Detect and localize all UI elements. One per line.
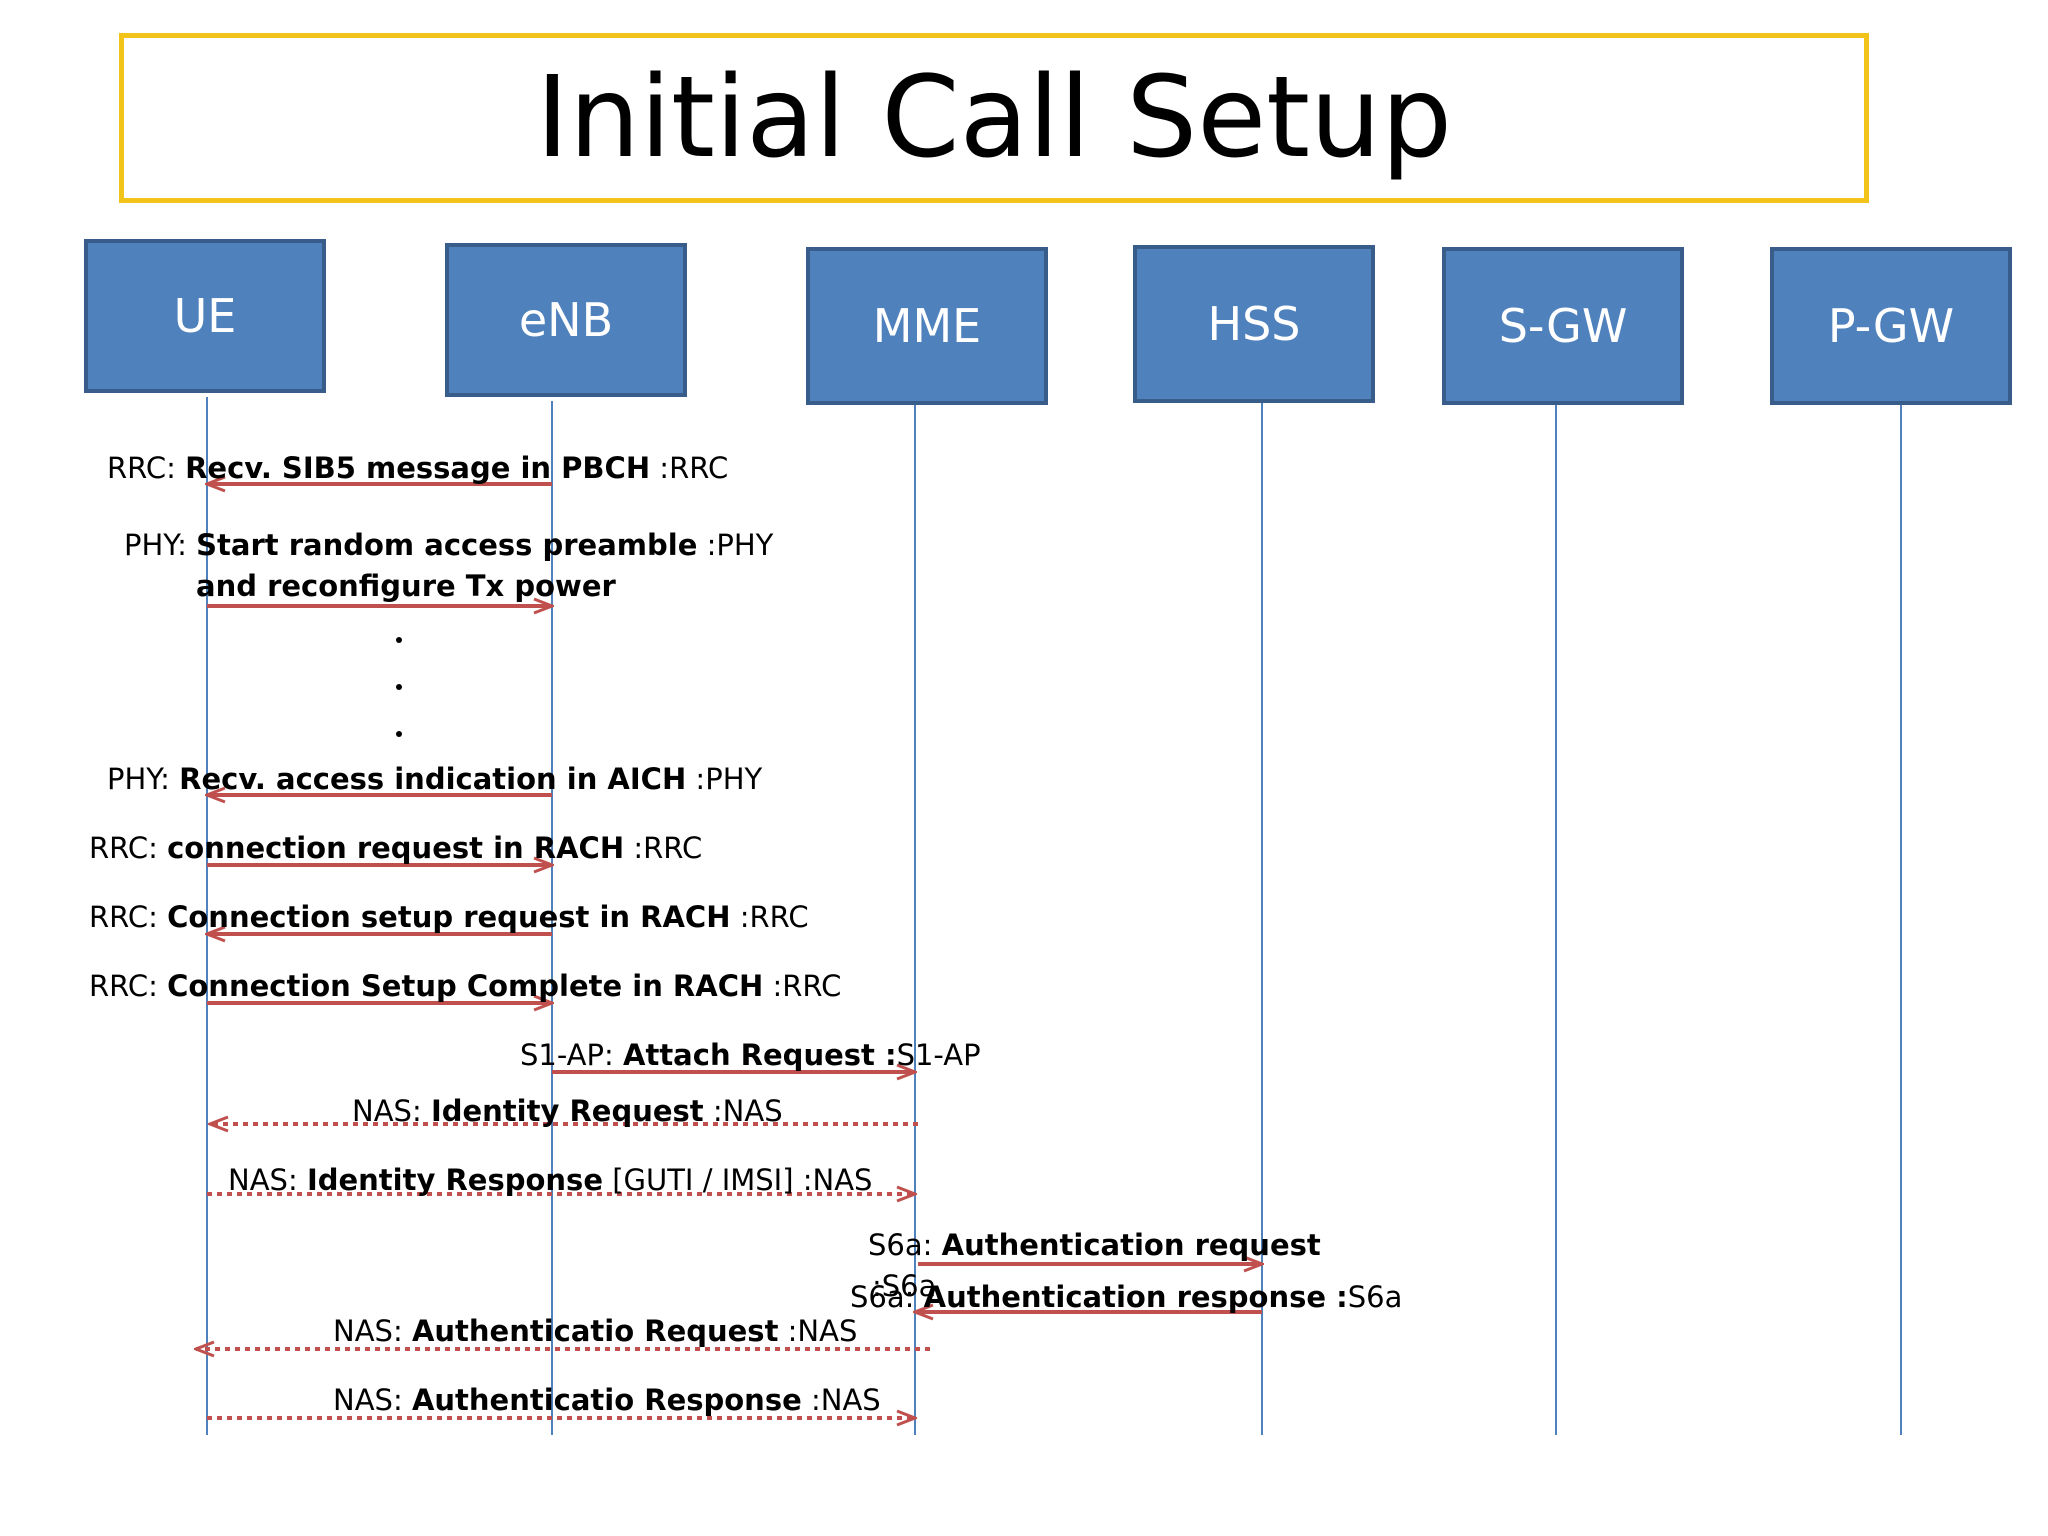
message-suffix: :RRC — [650, 451, 729, 485]
message-name: Recv. access indication in AICH — [179, 762, 687, 796]
message-label: PHY: Recv. access indication in AICH :PH… — [107, 765, 762, 794]
ellipsis-dot — [396, 637, 402, 643]
node-sgw: S-GW — [1442, 247, 1684, 405]
message-name: Authentication response : — [923, 1280, 1348, 1314]
message-name: Connection Setup Complete in RACH — [167, 969, 764, 1003]
message-prefix: RRC: — [89, 969, 168, 1003]
message-prefix: PHY: — [124, 528, 197, 562]
message-label: NAS: Identity Response [GUTI / IMSI] :NA… — [228, 1166, 872, 1195]
message-name: Authentication request — [941, 1228, 1321, 1262]
message-prefix: PHY: — [107, 762, 180, 796]
message-suffix: :RRC — [624, 831, 703, 865]
message-name: Connection setup request in RACH — [167, 900, 731, 934]
message-name: connection request in RACH — [167, 831, 625, 865]
message-prefix: NAS: — [352, 1094, 431, 1128]
node-ue: UE — [84, 239, 326, 393]
message-prefix: S1-AP: — [520, 1038, 624, 1072]
page-title: Initial Call Setup — [535, 53, 1453, 183]
message-label: RRC: Connection Setup Complete in RACH :… — [89, 972, 841, 1001]
message-suffix: S1-AP — [896, 1038, 981, 1072]
message-label: S1-AP: Attach Request :S1-AP — [520, 1041, 981, 1070]
message-prefix: S6a: — [868, 1228, 942, 1262]
message-label-line2: :S6a — [872, 1269, 937, 1303]
message-name: Identity Response — [306, 1163, 603, 1197]
message-label: NAS: Identity Request :NAS — [352, 1097, 783, 1126]
message-label: PHY: Start random access preamble :PHY — [124, 531, 773, 560]
message-suffix: :PHY — [686, 762, 763, 796]
message-label: NAS: Authenticatio Response :NAS — [333, 1386, 881, 1415]
message-label: RRC: Connection setup request in RACH :R… — [89, 903, 809, 932]
title-box: Initial Call Setup — [119, 33, 1869, 203]
message-name: Start random access preamble — [196, 528, 698, 562]
message-prefix: RRC: — [107, 451, 186, 485]
message-suffix: [GUTI / IMSI] :NAS — [602, 1163, 873, 1197]
node-label: P-GW — [1827, 299, 1955, 353]
node-enb: eNB — [445, 243, 687, 397]
message-prefix: S6a: — [850, 1280, 924, 1314]
message-prefix: NAS: — [228, 1163, 307, 1197]
node-label: MME — [872, 299, 982, 353]
node-label: UE — [173, 289, 237, 343]
node-hss: HSS — [1133, 245, 1375, 403]
message-name: Attach Request : — [623, 1038, 897, 1072]
message-name: Identity Request — [430, 1094, 704, 1128]
message-suffix: S6a — [1347, 1280, 1403, 1314]
message-suffix: :RRC — [730, 900, 809, 934]
message-prefix: RRC: — [89, 831, 168, 865]
message-prefix: NAS: — [333, 1383, 412, 1417]
message-name: Recv. SIB5 message in PBCH — [185, 451, 651, 485]
message-label: RRC: Recv. SIB5 message in PBCH :RRC — [107, 454, 728, 483]
message-suffix: :NAS — [778, 1314, 858, 1348]
message-name: Authenticatio Response — [411, 1383, 802, 1417]
node-label: HSS — [1207, 297, 1301, 351]
node-label: eNB — [518, 293, 614, 347]
node-label: S-GW — [1498, 299, 1628, 353]
message-prefix: RRC: — [89, 900, 168, 934]
message-suffix: :PHY — [697, 528, 774, 562]
message-suffix: :NAS — [801, 1383, 881, 1417]
ellipsis-dot — [396, 731, 402, 737]
message-suffix: :RRC — [763, 969, 842, 1003]
message-suffix: :NAS — [703, 1094, 783, 1128]
message-label: NAS: Authenticatio Request :NAS — [333, 1317, 857, 1346]
message-label: S6a: Authentication request — [868, 1231, 1321, 1260]
node-mme: MME — [806, 247, 1048, 405]
message-label: S6a: Authentication response :S6a — [850, 1283, 1402, 1312]
message-label: RRC: connection request in RACH :RRC — [89, 834, 702, 863]
message-label-line2: and reconfigure Tx power — [196, 569, 616, 603]
ellipsis-dot — [396, 684, 402, 690]
message-prefix: NAS: — [333, 1314, 412, 1348]
message-name: Authenticatio Request — [411, 1314, 779, 1348]
node-pgw: P-GW — [1770, 247, 2012, 405]
